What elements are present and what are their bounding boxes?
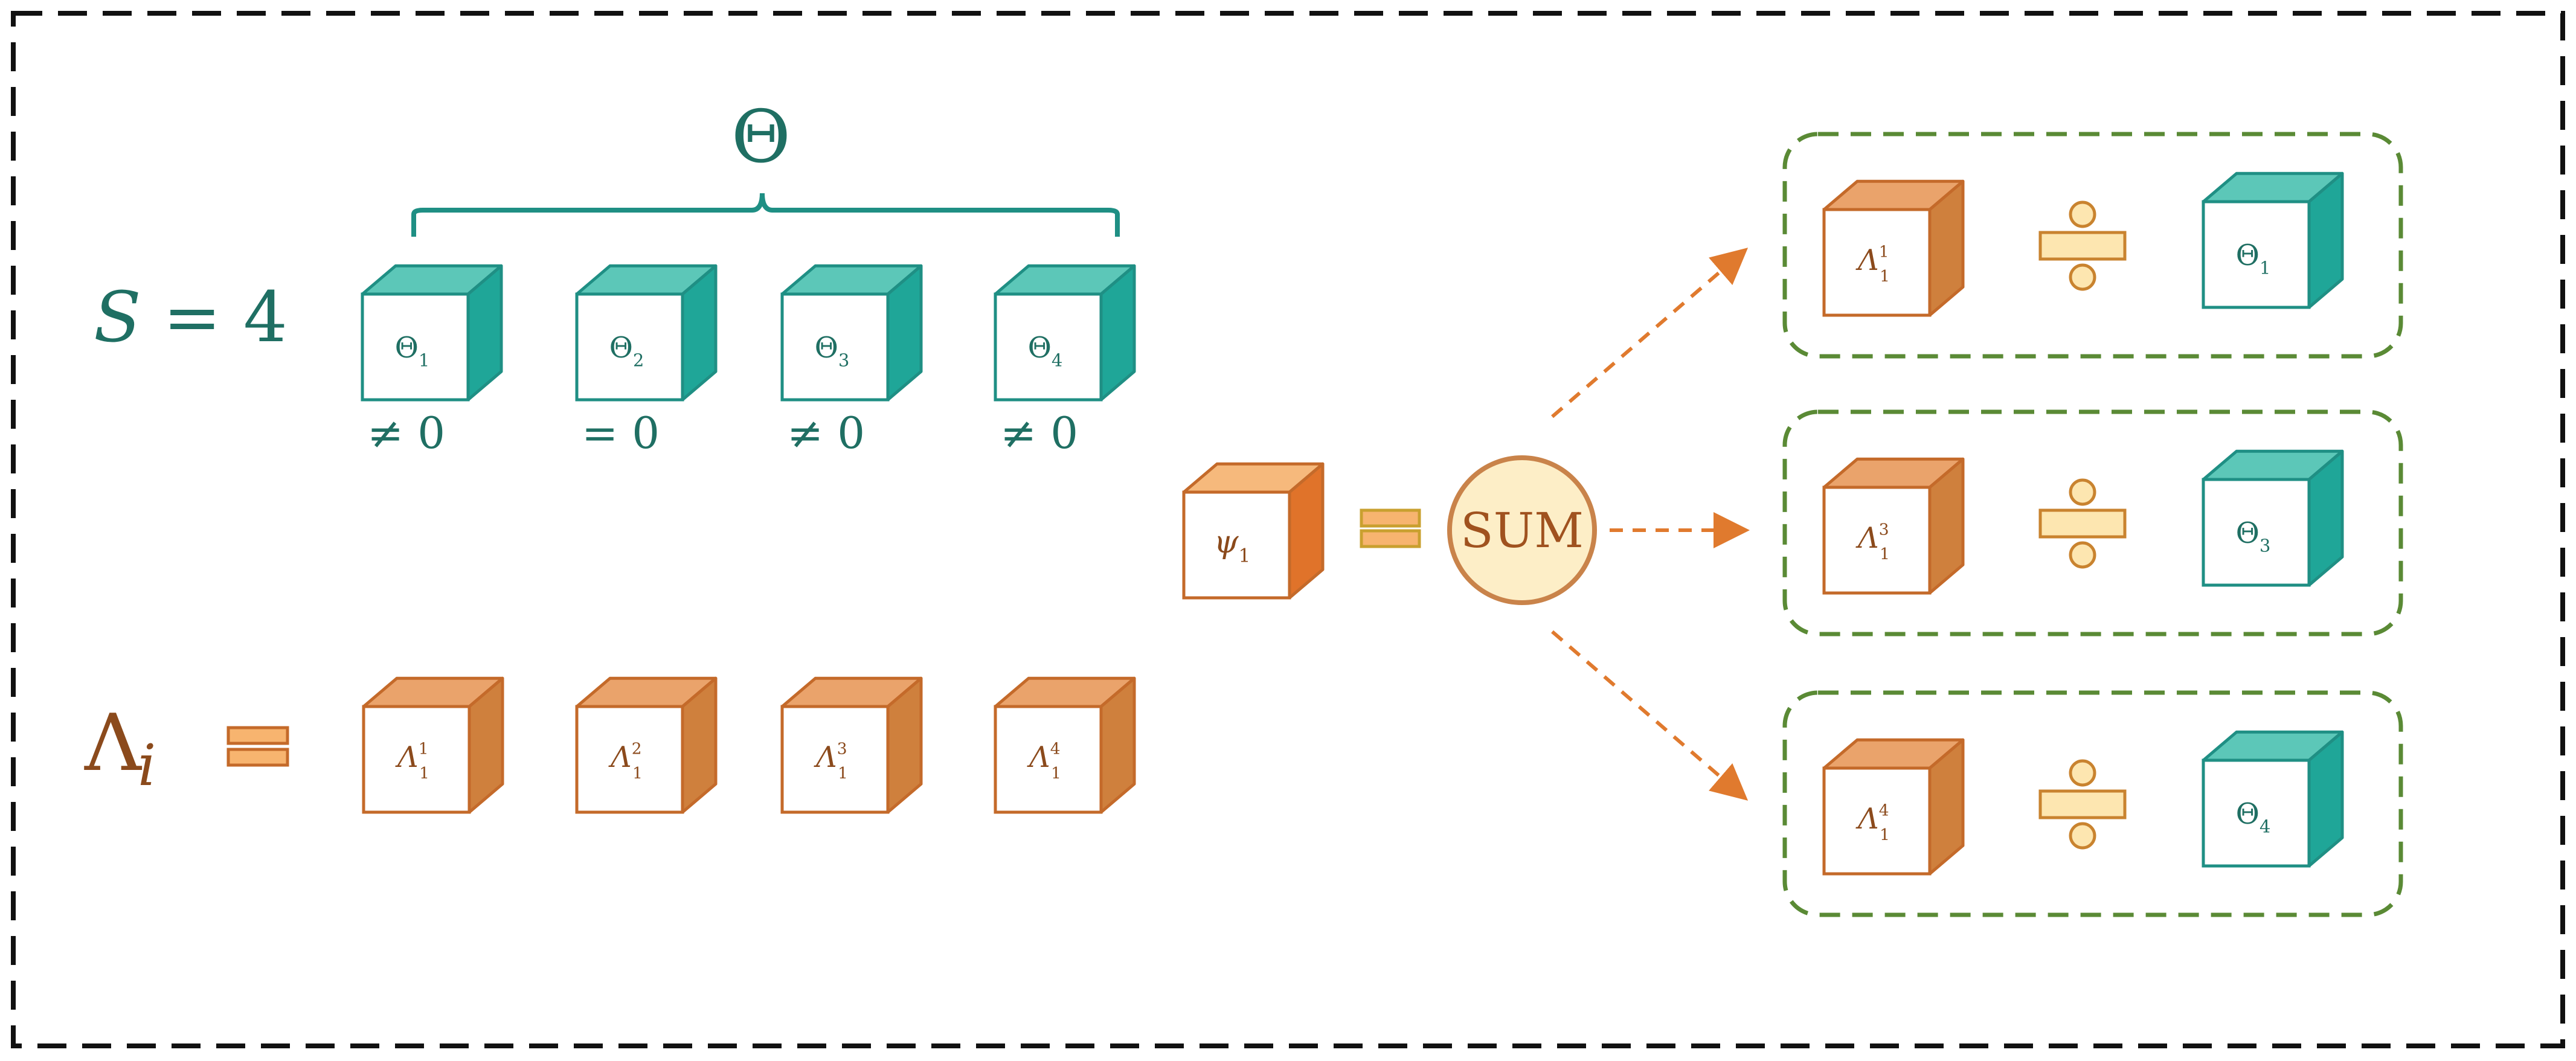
divide-icon <box>2038 759 2127 850</box>
outer-dashed-frame <box>11 11 2565 1048</box>
theta-condition-1: ≠ 0 <box>367 408 445 458</box>
s-label: S = 4 <box>94 277 287 358</box>
theta-condition-2: = 0 <box>582 408 660 458</box>
theta-cube-4: Θ4 <box>994 264 1136 402</box>
theta-cube-2: Θ2 <box>575 264 718 402</box>
theta-condition-3: ≠ 0 <box>787 408 865 458</box>
theta-condition-4: ≠ 0 <box>1000 408 1078 458</box>
cube-label: Θ4 <box>1028 331 1063 370</box>
arrow-to-box-3 <box>1551 630 1749 801</box>
theta-group: Θ S = 4 Θ1 ≠ 0 Θ2 = 0 Θ3 ≠ 0 Θ4 ≠ 0 <box>94 95 1136 458</box>
theta-cubes: Θ1 ≠ 0 Θ2 = 0 Θ3 ≠ 0 Θ4 ≠ 0 <box>361 264 1136 458</box>
result-2-theta-cube: Θ3 <box>2202 449 2344 587</box>
theta-brace <box>411 193 1120 237</box>
result-1-theta-cube: Θ1 <box>2202 171 2344 309</box>
theta-cube-3: Θ3 <box>780 264 923 402</box>
cube-label: Θ3 <box>2236 516 2271 556</box>
theta-cube-1: Θ1 <box>361 264 503 402</box>
divide-icon <box>2038 200 2127 291</box>
sum-node: SUM <box>1447 455 1597 605</box>
svg-text:S: S <box>94 277 141 358</box>
cube-label: Θ2 <box>609 331 644 370</box>
svg-text:Λ: Λ <box>84 697 143 789</box>
cube-label: ψ1 <box>1214 524 1251 567</box>
psi-equals-icon <box>1360 508 1421 548</box>
cube-label: Θ1 <box>2236 239 2271 278</box>
divide-icon <box>2038 478 2127 569</box>
cube-label: Θ3 <box>815 331 850 370</box>
arrow-to-box-1 <box>1551 248 1749 418</box>
lambda-equals-icon <box>226 726 289 767</box>
svg-text:= 4: = 4 <box>163 277 287 358</box>
svg-text:SUM: SUM <box>1460 502 1584 559</box>
psi-cube: ψ1 <box>1182 462 1325 600</box>
svg-text:i: i <box>138 732 156 799</box>
theta-top-label: Θ <box>731 95 791 179</box>
lambda-label: Λ i <box>84 697 156 799</box>
psi-cube-body <box>1182 462 1325 600</box>
result-3-theta-cube: Θ4 <box>2202 730 2344 868</box>
cube-label: Θ1 <box>395 331 430 370</box>
cube-label: Θ4 <box>2236 797 2271 836</box>
